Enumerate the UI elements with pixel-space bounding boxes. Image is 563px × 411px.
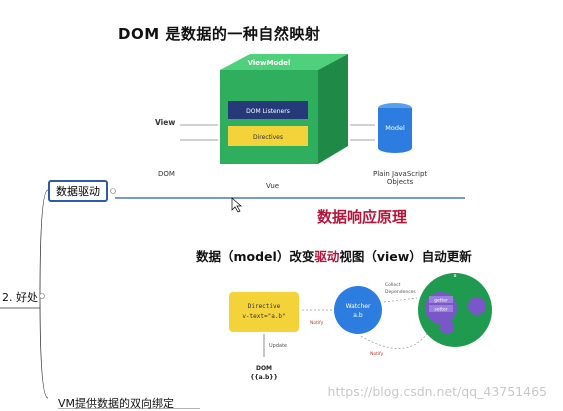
view-label: View	[155, 118, 176, 127]
dom2-line-1: DOM	[256, 365, 272, 372]
watcher-circle	[334, 286, 382, 334]
watcher-line-1: Watcher	[346, 303, 371, 310]
benefit-branch-down	[39, 295, 49, 399]
getter-box	[429, 296, 453, 303]
reactive-principle-title: 数据响应原理	[317, 208, 408, 226]
collect-arrow	[383, 297, 418, 303]
cube-side	[318, 54, 348, 164]
mvvm-diagram: ViewModel DOM Listeners Directives Model	[180, 54, 412, 164]
data-driven-collapse-dot[interactable]	[110, 188, 116, 194]
directive-box	[229, 292, 299, 332]
directives-label: Directives	[253, 134, 283, 141]
data-side-circle	[468, 297, 486, 315]
mindmap-node-benefit[interactable]: 2. 好处	[2, 291, 38, 304]
mindmap-node-data-driven[interactable]: 数据驱动	[48, 180, 108, 202]
benefit-collapse-dot[interactable]	[39, 293, 45, 299]
watcher-line-2: a.b	[353, 312, 363, 319]
subtitle-part-2: 驱动	[314, 249, 340, 264]
mindmap-node-vm[interactable]: VM提供数据的双向绑定	[58, 397, 175, 410]
directive-line-1: Directive	[248, 303, 281, 310]
vue-label: Vue	[266, 182, 280, 190]
cube-top	[220, 54, 348, 70]
benefit-branch-up	[39, 189, 49, 297]
reactive-subtitle: 数据（model）改变驱动视图（view）自动更新	[196, 246, 472, 265]
slide-title: DOM 是数据的一种自然映射	[118, 25, 321, 43]
notify-arrow-bottom	[360, 333, 428, 349]
reactive-diagram: Directive v-text="a.b" Watcher a.b a get…	[229, 273, 492, 381]
dom-listeners-box	[228, 101, 308, 119]
notify-bottom-label: Notify	[370, 351, 384, 357]
model-cylinder-body	[378, 108, 412, 148]
update-label: Update	[269, 343, 287, 349]
model-cylinder-bottom	[378, 143, 412, 153]
collect-label-1: Collect	[385, 282, 401, 288]
notify-left-label: Notify	[310, 320, 324, 326]
model-label: Model	[385, 124, 405, 132]
directives-box	[228, 126, 308, 146]
getter-label: getter	[434, 298, 448, 304]
data-top	[449, 282, 461, 294]
dom2-line-2: {{a.b}}	[250, 374, 278, 381]
collect-label-2: Dependences	[385, 289, 416, 295]
subtitle-part-1: 数据（model）改变	[196, 249, 315, 264]
directive-line-2: v-text="a.b"	[242, 313, 285, 320]
setter-label: setter	[434, 307, 447, 313]
mouse-cursor-icon	[231, 197, 242, 213]
viewmodel-label: ViewModel	[248, 59, 291, 67]
dom-listeners-label: DOM Listeners	[246, 108, 290, 115]
plain-js-label: Plain JavaScript Objects	[373, 170, 428, 186]
watermark: https://blog.csdn.net/qq_43751465	[327, 384, 547, 399]
dom-label: DOM	[158, 170, 175, 178]
subtitle-part-3: 视图（view）自动更新	[339, 249, 472, 264]
data-bottom-circle	[440, 320, 454, 334]
circle-top-label: a	[453, 273, 456, 279]
setter-box	[429, 305, 453, 312]
